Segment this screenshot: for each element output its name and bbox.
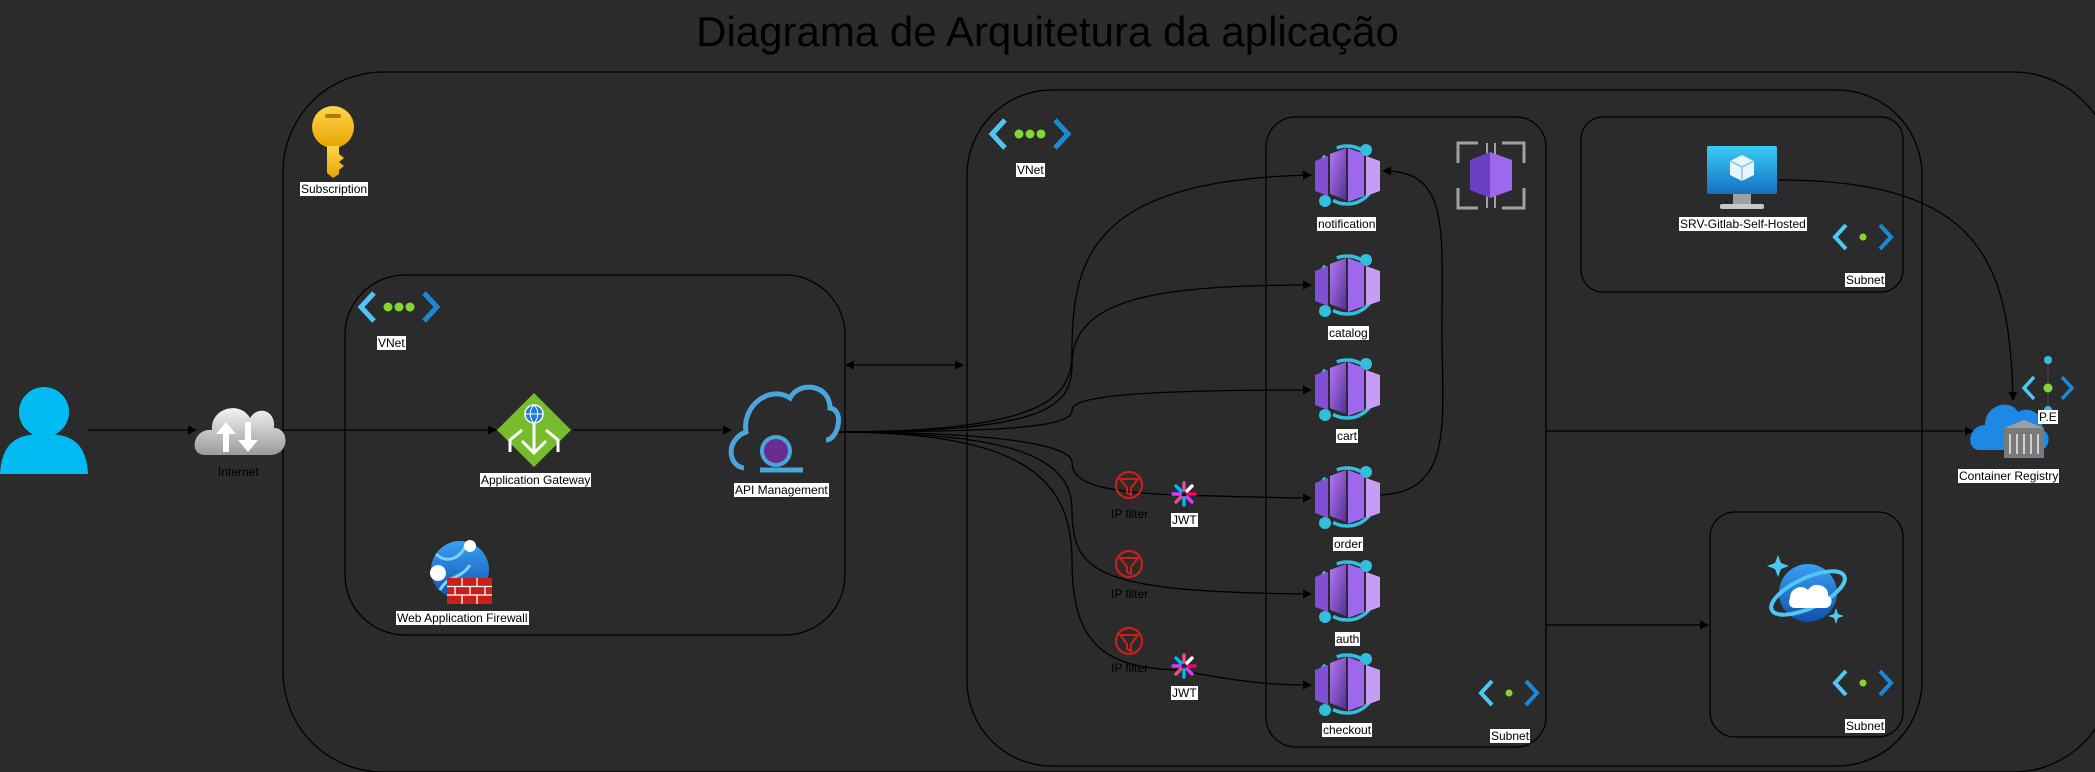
catalog-label: catalog xyxy=(1328,326,1369,340)
order-label: order xyxy=(1333,537,1364,551)
container-app-auth-icon xyxy=(1313,558,1382,625)
application-gateway-label: Application Gateway xyxy=(480,473,592,487)
notification-label: notification xyxy=(1317,217,1377,231)
container-app-order-icon xyxy=(1313,464,1382,531)
vnet-outer-boundary xyxy=(966,89,1923,767)
ip-filter-2-label: IP filter xyxy=(1111,587,1149,601)
container-apps-environment-icon xyxy=(1456,141,1526,210)
container-app-checkout-icon xyxy=(1313,651,1382,718)
subnet-database-label: Subnet xyxy=(1845,719,1886,733)
ip-filter-1-label: IP filter xyxy=(1111,507,1149,521)
container-registry-label: Container Registry xyxy=(1958,469,2060,483)
api-management-icon xyxy=(728,384,841,473)
jwt-1-icon xyxy=(1171,481,1197,507)
ip-filter-3-label: IP filter xyxy=(1111,661,1149,675)
subnet-database-icon xyxy=(1833,669,1893,697)
vnet-inner-icon xyxy=(361,293,437,321)
edge-apim-notification xyxy=(832,170,1312,433)
edge-apim-order xyxy=(832,431,1312,503)
jwt-2-icon xyxy=(1171,653,1197,679)
api-management-label: API Management xyxy=(734,483,829,497)
cart-label: cart xyxy=(1336,429,1359,443)
application-gateway-icon xyxy=(497,393,571,467)
user-icon xyxy=(0,387,88,474)
edge-apim-cart xyxy=(832,385,1312,433)
database-subnet-boundary xyxy=(1709,511,1904,738)
container-app-catalog-icon xyxy=(1313,252,1382,319)
edge-order-notification xyxy=(1379,166,1444,496)
vnet-inner-label: VNet xyxy=(377,336,406,350)
srv-gitlab-label: SRV-Gitlab-Self-Hosted xyxy=(1679,217,1807,231)
gitlab-subnet-boundary xyxy=(1580,116,1904,293)
internet-label: Internet xyxy=(218,465,259,479)
virtual-machine-icon xyxy=(1707,146,1777,209)
edge-gitlab-registry xyxy=(1777,179,2018,401)
jwt-1-label: JWT xyxy=(1171,513,1198,527)
key-icon xyxy=(312,106,354,178)
page-title: Diagrama de Arquitetura da aplicação xyxy=(696,8,1399,55)
vnet-outer-icon xyxy=(992,120,1068,148)
edge-apim-auth xyxy=(832,431,1312,599)
private-endpoint-label: P.E xyxy=(2038,410,2058,424)
subscription-boundary xyxy=(282,71,2095,772)
container-apps-subnet-boundary xyxy=(1265,116,1547,748)
vnet-outer-label: VNet xyxy=(1016,163,1045,177)
ip-filter-1-icon xyxy=(1114,470,1144,500)
internet-cloud-icon xyxy=(194,408,286,455)
vnet-inner-boundary xyxy=(344,274,846,636)
subscription-label: Subscription xyxy=(300,182,369,196)
subnet-apps-label: Subnet xyxy=(1490,729,1531,743)
edge-apim-catalog xyxy=(832,280,1312,433)
edge-apim-checkout xyxy=(832,431,1312,690)
subnet-apps-icon xyxy=(1479,679,1539,707)
subnet-gitlab-label: Subnet xyxy=(1845,273,1886,287)
container-app-cart-icon xyxy=(1313,356,1382,423)
ip-filter-3-icon xyxy=(1114,626,1144,656)
container-app-notification-icon xyxy=(1313,142,1382,209)
cosmos-db-icon xyxy=(1767,555,1847,624)
ip-filter-2-icon xyxy=(1114,549,1144,579)
checkout-label: checkout xyxy=(1322,723,1373,737)
private-endpoint-icon xyxy=(2021,356,2075,414)
container-registry-icon xyxy=(1970,404,2049,458)
web-application-firewall-icon xyxy=(430,540,492,604)
subnet-gitlab-icon xyxy=(1833,223,1893,251)
jwt-2-label: JWT xyxy=(1171,686,1198,700)
waf-label: Web Application Firewall xyxy=(396,611,529,625)
auth-label: auth xyxy=(1335,632,1361,646)
